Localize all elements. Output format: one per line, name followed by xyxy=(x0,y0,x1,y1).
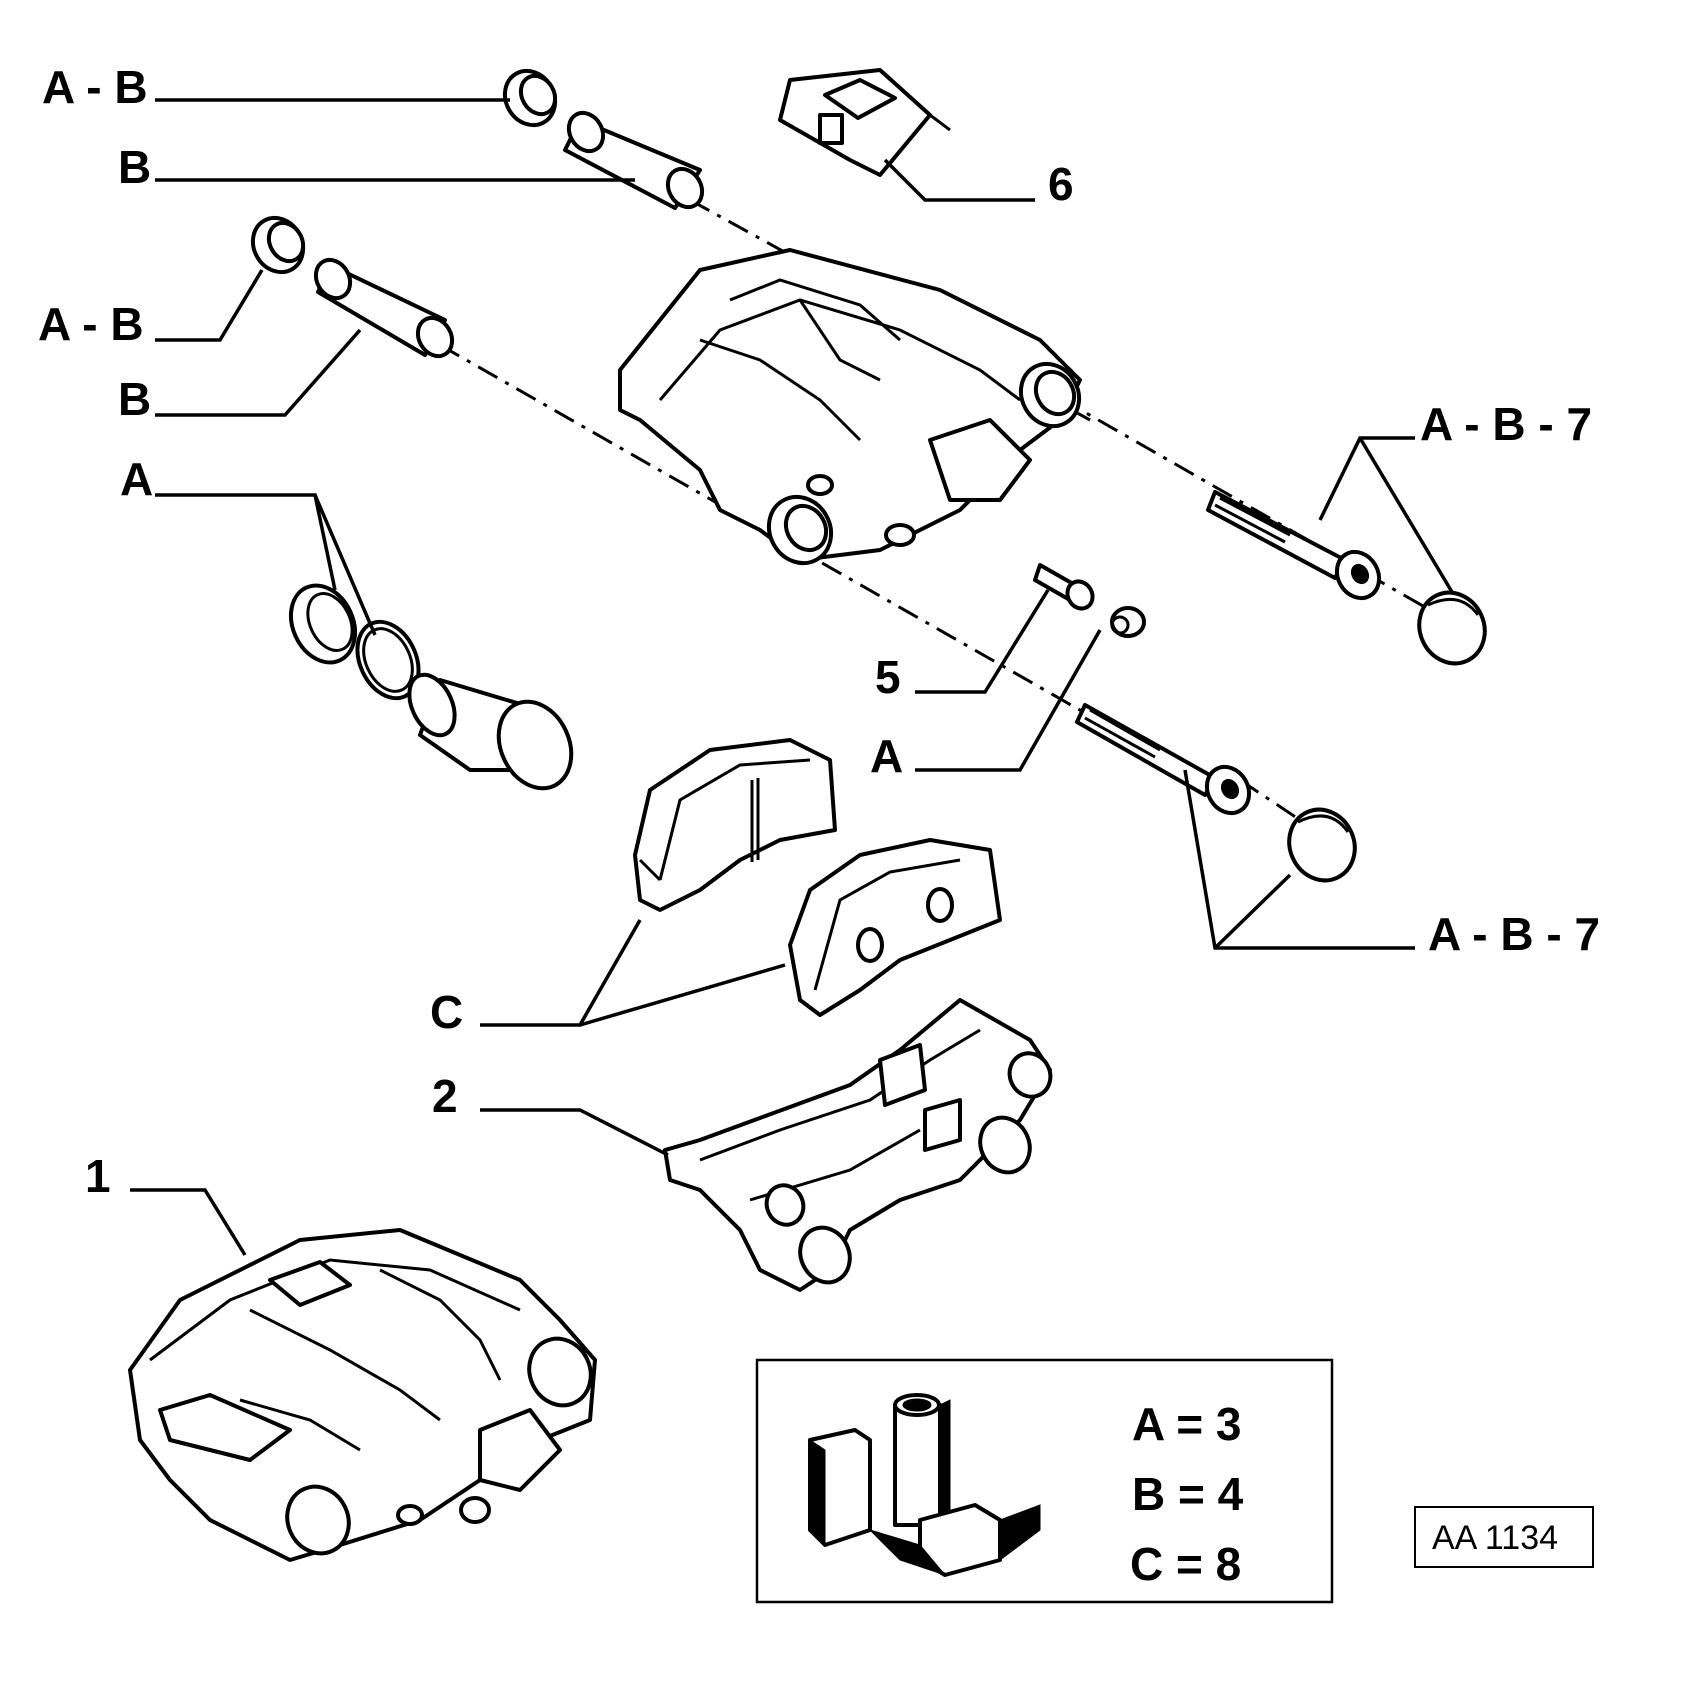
guide-sleeve-middle xyxy=(313,257,455,359)
callout-ab-top: A - B xyxy=(42,61,148,113)
caliper-assembly xyxy=(128,1228,597,1562)
dust-seal-middle xyxy=(250,215,306,275)
legend-c: C = 8 xyxy=(1130,1538,1241,1590)
callout-1: 1 xyxy=(85,1150,111,1202)
pad-spring-clip xyxy=(778,68,951,177)
guide-sleeve-upper xyxy=(563,110,705,210)
reference-box: AA 1134 xyxy=(1414,1506,1594,1568)
dust-seal-upper xyxy=(502,68,558,128)
piston-dust-boot xyxy=(288,583,358,665)
guide-bolt-lower xyxy=(1075,703,1252,816)
brake-pad-inner xyxy=(788,838,1002,1017)
grease-tube-icon xyxy=(893,1393,951,1527)
brake-pad-outer xyxy=(633,738,837,912)
callout-labels: A - B B 6 A - B B A A - B - 7 5 A A - B … xyxy=(38,61,1600,1202)
callout-6: 6 xyxy=(1048,158,1074,210)
bolt-cap-upper xyxy=(1417,590,1487,666)
legend-b: B = 4 xyxy=(1132,1468,1244,1520)
lubricant-legend: A = 3 B = 4 C = 8 xyxy=(755,1358,1334,1604)
callout-2: 2 xyxy=(432,1070,458,1122)
callout-b-top: B xyxy=(118,141,151,193)
caliper-carrier-bracket xyxy=(663,998,1053,1292)
callout-ab7-lower: A - B - 7 xyxy=(1428,908,1600,960)
guide-bolt-upper xyxy=(1206,490,1382,601)
brake-piston xyxy=(407,672,574,791)
leader-lines xyxy=(130,98,1454,1256)
callout-ab7-upper: A - B - 7 xyxy=(1420,398,1592,450)
callout-b-middle: B xyxy=(118,373,151,425)
caliper-body xyxy=(618,248,1082,566)
reference-code: AA 1134 xyxy=(1432,1519,1558,1557)
bleed-screw xyxy=(1033,563,1095,611)
legend-a: A = 3 xyxy=(1132,1398,1242,1450)
grease-box-icon xyxy=(808,1428,1041,1577)
callout-ab-middle: A - B xyxy=(38,298,144,350)
callout-5: 5 xyxy=(875,651,901,703)
bleed-screw-cap xyxy=(1110,606,1146,638)
bolt-cap-lower xyxy=(1287,807,1357,883)
callout-c: C xyxy=(430,986,463,1038)
callout-a-left: A xyxy=(120,453,153,505)
callout-a-middle: A xyxy=(870,730,903,782)
